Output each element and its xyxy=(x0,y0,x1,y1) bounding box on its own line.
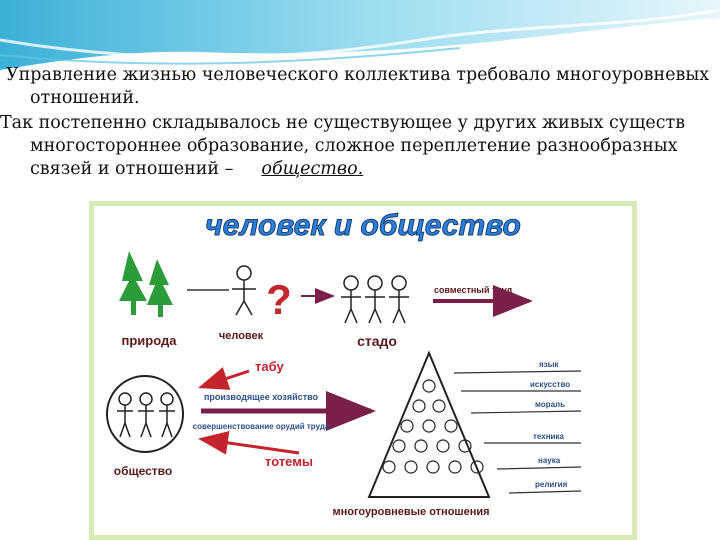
body-text: Управление жизнью человеческого коллекти… xyxy=(0,64,715,183)
diagram-frame xyxy=(89,201,637,540)
productive-economy-label: производящее хозяйство xyxy=(204,392,319,402)
level-label: искусство xyxy=(530,380,570,389)
tree-icon xyxy=(119,251,173,317)
paragraph-2-main: Так постепенно складывалось не существую… xyxy=(0,113,686,179)
level-label: религия xyxy=(535,480,568,489)
multilevel-label: многоуровневые отношения xyxy=(332,506,489,518)
pyramid-shape xyxy=(367,350,491,498)
society-circle xyxy=(106,375,184,453)
totems-arrow xyxy=(198,430,300,455)
level-label: наука xyxy=(538,456,561,465)
human-figure-icon xyxy=(232,265,256,316)
header-wave-banner xyxy=(0,0,720,70)
level-label: техника xyxy=(533,432,564,441)
herd-label: стадо xyxy=(357,333,397,349)
diagram-slide: человек и общество природа человек ? ста… xyxy=(89,201,637,540)
society-label: общество xyxy=(114,464,172,478)
herd-figures-icon xyxy=(341,275,409,324)
question-mark: ? xyxy=(266,276,292,323)
paragraph-2: Так постепенно складывалось не существую… xyxy=(0,112,715,181)
level-lines xyxy=(453,370,582,494)
taboo-arrow xyxy=(198,367,250,390)
joint-work-label: совместный труд xyxy=(434,285,513,295)
totems-label: тотемы xyxy=(265,454,313,469)
human-label: человек xyxy=(219,330,264,342)
nature-label: природа xyxy=(122,333,178,348)
tools-improvement-label: совершенствование орудий труда xyxy=(193,422,330,431)
level-label: язык xyxy=(539,360,559,369)
taboo-label: табу xyxy=(255,359,284,374)
society-term: общество. xyxy=(261,159,364,179)
society-figures-icon xyxy=(117,392,175,438)
diagram-title: человек и общество xyxy=(205,209,521,242)
level-label: мораль xyxy=(535,400,565,409)
paragraph-1: Управление жизнью человеческого коллекти… xyxy=(6,65,710,108)
pyramid-faces-icon xyxy=(382,379,484,474)
